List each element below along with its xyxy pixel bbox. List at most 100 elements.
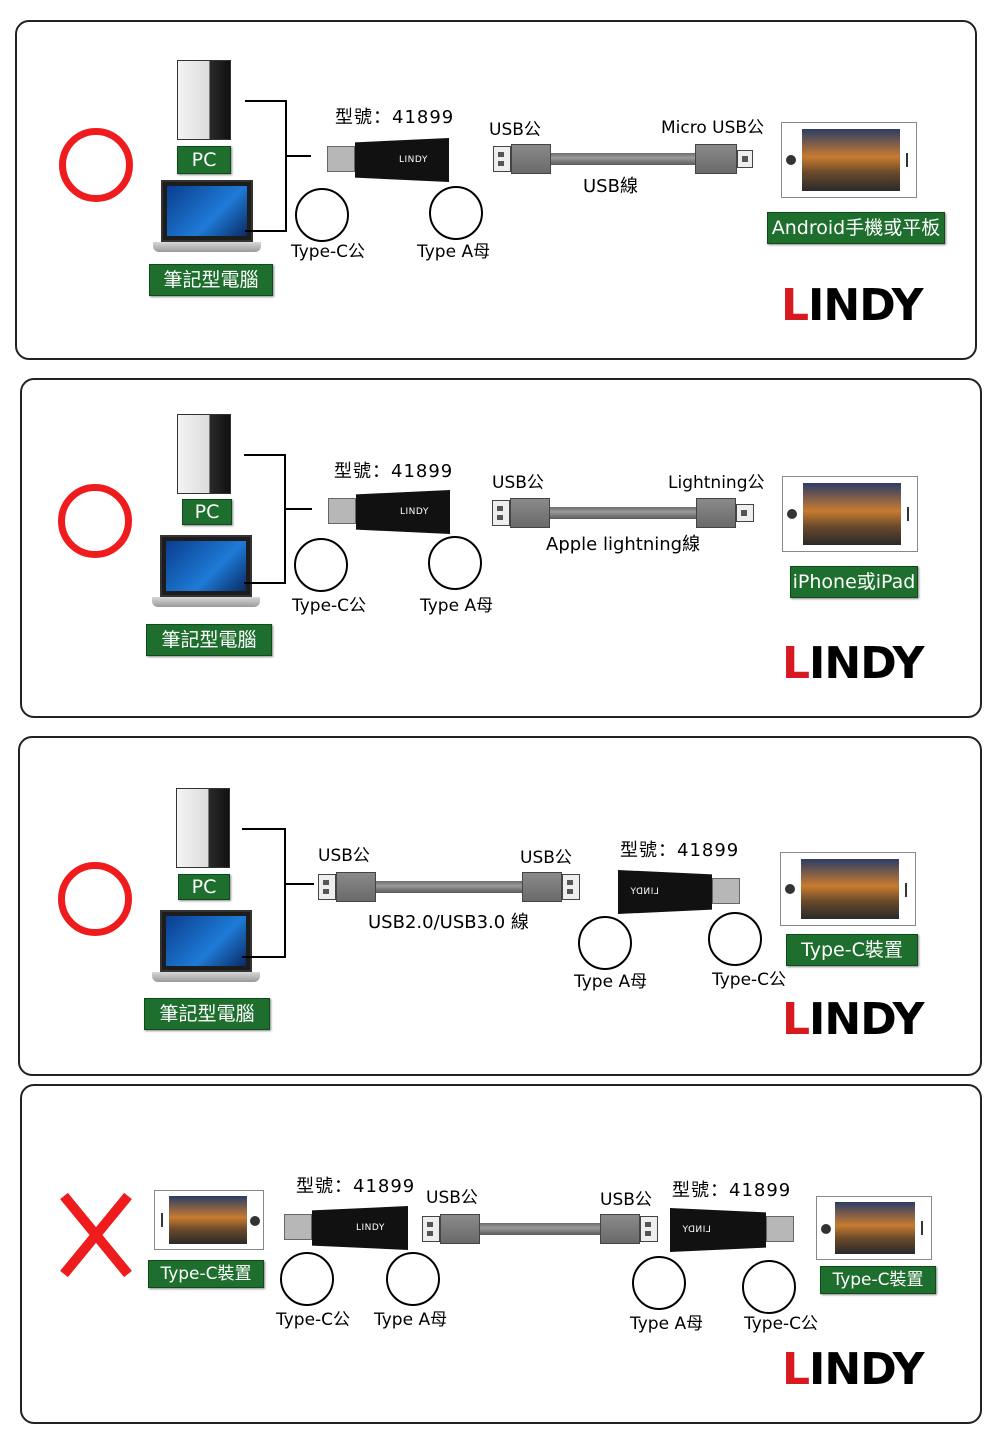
usb-a-plug-left [336,872,376,902]
iphone-device-icon [782,476,918,552]
usb-a-plug [511,144,551,174]
adapter-41899-right: LINDY [670,1208,794,1252]
lindy-logo: LINDY [782,638,924,689]
laptop-icon [152,535,260,611]
panel-iphone: PC 筆記型電腦 型號：41899 LINDY Type-C公 Type A母 … [20,378,982,718]
usb-a-tip [492,500,510,526]
ok-circle-icon [58,862,132,936]
typec-male-label: Type-C公 [292,596,367,616]
cable-right-label: Lightning公 [668,473,765,493]
cable-name: Apple lightning線 [546,534,701,555]
pc-label: PC [178,874,230,900]
typea-female-label: Type A母 [420,596,494,616]
lindy-logo: LINDY [782,994,924,1045]
typec-port-left-icon [280,1252,334,1306]
typea-port-icon [428,536,482,590]
usb-a-tip-right [640,1216,658,1242]
panel-android: PC 筆記型電腦 型號：41899 LINDY Type-C公 Type A母 … [15,20,977,360]
typec-male-label: Type-C公 [712,970,787,990]
typea-port-icon [429,186,483,240]
ok-circle-icon [58,484,132,558]
panel-typec-device: PC 筆記型電腦 USB公 USB公 USB2.0/USB3.0 線 型號：41… [18,736,982,1076]
ok-circle-icon [59,128,133,202]
model-number-left: 型號：41899 [296,1176,416,1197]
connector-bracket [242,828,286,958]
micro-usb-plug [695,144,737,174]
adapter-41899: LINDY [327,138,449,182]
lightning-tip [736,504,754,522]
cable-left-label: USB公 [489,120,541,140]
pc-label: PC [182,499,232,525]
laptop-icon [152,910,260,986]
typea-port-right-icon [632,1256,686,1310]
pc-tower-icon [176,788,230,868]
typec-port-icon [708,912,762,966]
cable [551,153,695,165]
laptop-label: 筆記型電腦 [146,624,272,656]
connector-line [284,508,312,510]
pc-tower-icon [177,414,231,494]
device-right-label: Type-C裝置 [820,1266,936,1294]
android-device-icon [781,122,917,198]
lindy-logo: LINDY [781,280,923,331]
lindy-logo: LINDY [782,1344,924,1395]
laptop-label: 筆記型電腦 [149,264,273,296]
adapter-41899-left: LINDY [284,1206,408,1250]
device-label: Type-C裝置 [786,934,918,966]
typea-female-label: Type A母 [417,242,491,262]
connector-bracket [245,100,287,232]
model-number: 型號：41899 [335,107,455,128]
adapter-41899: LINDY [328,490,450,534]
model-number-right: 型號：41899 [672,1180,792,1201]
usb-a-plug-right [600,1214,640,1244]
typea-female-right-label: Type A母 [630,1314,704,1334]
usb-a-tip-left [318,874,336,900]
device-left-label: Type-C裝置 [148,1260,264,1288]
typec-port-right-icon [742,1260,796,1314]
device-label: iPhone或iPad [790,566,918,598]
pc-tower-icon [177,60,231,140]
cable-right-label: Micro USB公 [661,118,765,138]
cable-name: USB線 [583,176,638,197]
typea-port-icon [578,916,632,970]
laptop-icon [153,180,261,256]
connector-line [284,883,314,885]
usb-a-tip-right [562,874,580,900]
typec-device-icon [780,852,916,926]
pc-label: PC [177,146,231,174]
cable-left-label: USB公 [426,1188,478,1208]
adapter-41899: LINDY [618,870,740,914]
connector-line [285,155,311,157]
micro-usb-tip [737,150,753,168]
cable-left-label: USB公 [318,846,370,866]
usb-a-tip [493,146,511,172]
typea-female-left-label: Type A母 [374,1310,448,1330]
laptop-label: 筆記型電腦 [144,998,270,1030]
panel-not-supported: Type-C裝置 型號：41899 LINDY Type-C公 Type A母 … [20,1084,982,1424]
usb-a-plug [510,498,550,528]
device-label: Android手機或平板 [767,212,945,244]
model-number: 型號：41899 [620,840,740,861]
cable [550,507,696,519]
usb-a-plug-left [440,1214,480,1244]
lightning-plug [696,498,736,528]
typec-male-label: Type-C公 [291,242,366,262]
model-number: 型號：41899 [334,461,454,482]
cross-mark-icon [60,1192,132,1278]
typec-device-left-icon [154,1190,264,1250]
cable [480,1223,600,1235]
cable [376,881,522,893]
cable-left-label: USB公 [492,473,544,493]
cable-right-label: USB公 [520,848,572,868]
typec-port-icon [294,538,348,592]
typec-device-right-icon [816,1196,932,1260]
typea-port-left-icon [386,1252,440,1306]
cable-right-label: USB公 [600,1190,652,1210]
cable-name: USB2.0/USB3.0 線 [368,912,529,933]
usb-a-plug-right [522,872,562,902]
typea-female-label: Type A母 [574,972,648,992]
typec-male-right-label: Type-C公 [744,1314,819,1334]
typec-male-left-label: Type-C公 [276,1310,351,1330]
connector-bracket [244,454,286,584]
usb-a-tip-left [422,1216,440,1242]
